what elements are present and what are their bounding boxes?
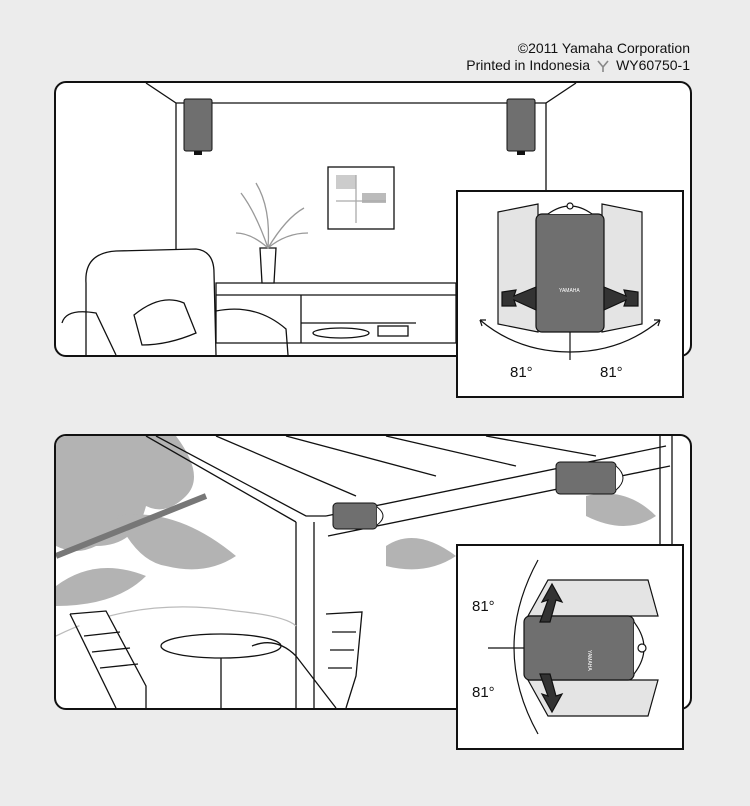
recycle-mark-icon: [597, 59, 609, 72]
copyright-text: ©2011 Yamaha Corporation: [517, 40, 690, 56]
tree-foliage: [56, 436, 656, 606]
pergola-speaker-right-icon: [555, 461, 624, 495]
vertical-rotation-diagram: YAMAHA 81° 81°: [456, 544, 684, 750]
angle-left-label: 81°: [510, 364, 533, 381]
pergola-scene: [56, 436, 673, 708]
horizontal-rotation-diagram: YAMAHA 81° 81°: [456, 190, 684, 398]
right-speaker-icon: [506, 98, 536, 155]
printed-location: Printed in Indonesia: [466, 57, 591, 73]
horizontal-rotation-figure: YAMAHA: [479, 202, 661, 360]
print-info: Printed in Indonesia WY60750-1: [466, 57, 690, 74]
speaker-brand-label: YAMAHA: [559, 288, 580, 294]
document-code: WY60750-1: [616, 57, 690, 73]
document-header: ©2011 Yamaha Corporation Printed in Indo…: [466, 40, 690, 74]
angle-bottom-label: 81°: [472, 684, 495, 701]
living-room-scene: [61, 83, 577, 355]
angle-right-label: 81°: [600, 364, 623, 381]
vertical-rotation-figure: YAMAHA: [488, 559, 659, 735]
left-speaker-icon: [183, 98, 213, 155]
speaker-brand-label-2: YAMAHA: [586, 650, 592, 671]
angle-top-label: 81°: [472, 598, 495, 615]
pergola-speaker-left-icon: [332, 502, 384, 530]
